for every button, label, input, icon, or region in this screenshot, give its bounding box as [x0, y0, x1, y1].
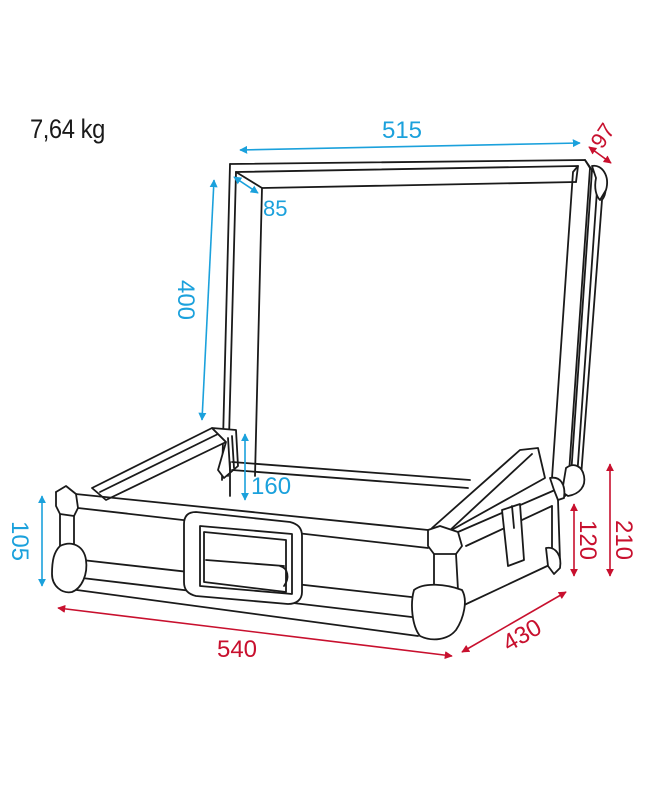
dim-160: 160 — [251, 473, 291, 500]
dimension-lid-outer-depth: 97 — [585, 119, 620, 164]
case-base — [51, 427, 566, 641]
weight-label: 7,64 kg — [30, 114, 105, 144]
dimension-outer-width: 540 — [57, 604, 453, 663]
dimension-base-inner-height: 105 — [6, 495, 46, 587]
dimension-total-outer-height: 210 — [606, 463, 637, 577]
dimension-base-outer-height: 120 — [570, 503, 601, 577]
dim-120: 120 — [574, 520, 601, 560]
dim-400: 400 — [172, 280, 199, 320]
dimension-lid-inner-depth: 85 — [233, 176, 287, 221]
dimension-base-inner-depth: 160 — [241, 433, 291, 501]
dim-515: 515 — [382, 117, 422, 144]
dimension-outer-depth: 430 — [461, 591, 567, 657]
dim-430: 430 — [498, 614, 546, 657]
dim-540: 540 — [217, 636, 257, 663]
dim-210: 210 — [610, 520, 637, 560]
dim-85: 85 — [263, 196, 287, 221]
dimension-lid-inner-width: 515 — [239, 117, 581, 154]
dimension-lid-inner-height: 400 — [172, 179, 218, 421]
dim-105: 105 — [6, 521, 33, 561]
